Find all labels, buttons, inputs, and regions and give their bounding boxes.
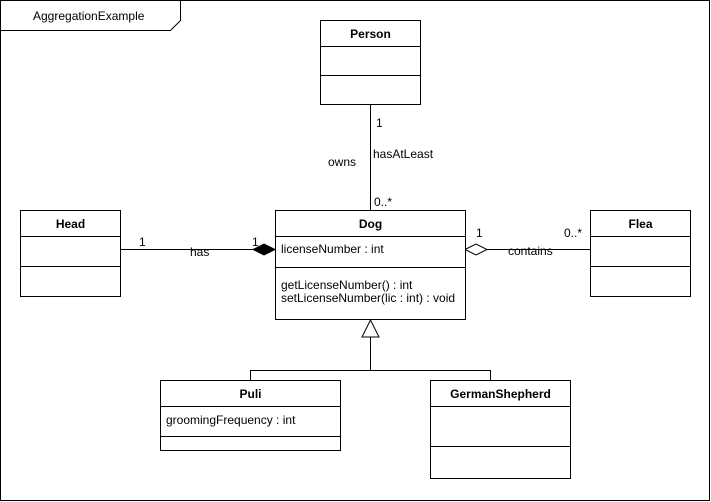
operation-getlicensenumber: getLicenseNumber() : int [281, 278, 413, 292]
class-dog[interactable]: Dog licenseNumber : int getLicenseNumber… [275, 210, 466, 320]
generalization-arrowhead [361, 318, 380, 338]
class-name: Puli [239, 387, 261, 401]
assoc-label-hasatleast: hasAtLeast [373, 147, 434, 161]
mult-dog-flea: 1 [476, 226, 483, 240]
attribute-groomingfrequency: groomingFrequency : int [166, 413, 296, 427]
aggregation-diamond [463, 243, 489, 256]
frame-tab [0, 0, 181, 31]
class-name: Flea [628, 217, 652, 231]
class-name: GermanShepherd [450, 387, 551, 401]
class-germanshepherd[interactable]: GermanShepherd [430, 380, 571, 479]
mult-dog-person: 0..* [374, 195, 392, 209]
operation-setlicensenumber: setLicenseNumber(lic : int) : void [281, 291, 455, 305]
assoc-label-contains: contains [508, 244, 553, 258]
class-name: Dog [359, 217, 382, 231]
assoc-label-has: has [190, 245, 209, 259]
class-flea[interactable]: Flea [590, 210, 691, 297]
class-puli[interactable]: Puli groomingFrequency : int [160, 380, 341, 451]
class-name: Head [56, 217, 85, 231]
class-person[interactable]: Person [320, 20, 421, 105]
mult-person: 1 [376, 116, 383, 130]
assoc-label-owns: owns [328, 155, 356, 169]
mult-flea: 0..* [564, 226, 582, 240]
class-head[interactable]: Head [20, 210, 121, 297]
attribute-licensenumber: licenseNumber : int [281, 242, 384, 256]
class-name: Person [350, 27, 391, 41]
frame-title: AggregationExample [33, 9, 145, 23]
mult-dog-head: 1 [252, 235, 259, 249]
mult-head: 1 [139, 235, 146, 249]
